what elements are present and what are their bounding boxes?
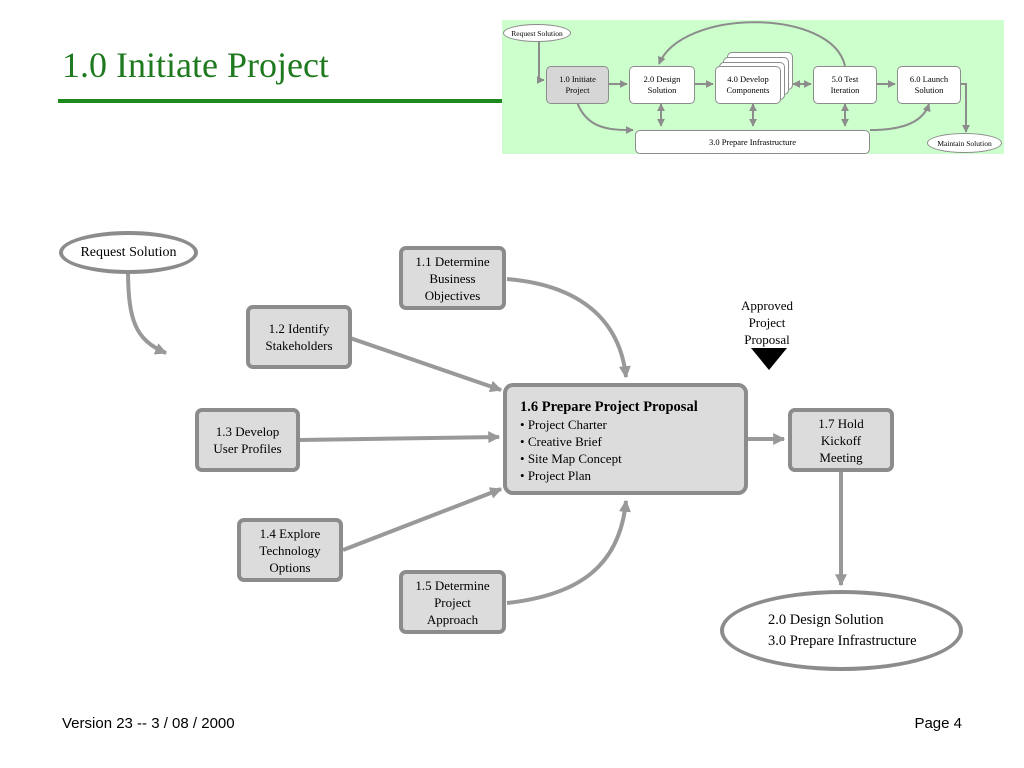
arrow-request-to-tasks (126, 267, 168, 355)
proposal-item-creative-brief: Creative Brief (520, 433, 744, 450)
overview-arrow-initiate-to-infra (576, 101, 634, 134)
proposal-item-project-plan: Project Plan (520, 467, 744, 484)
task-determine-business-objectives: 1.1 Determine Business Objectives (399, 246, 506, 310)
footer-page-number: Page 4 (914, 715, 962, 732)
proposal-item-project-charter: Project Charter (520, 416, 744, 433)
overview-step-design: 2.0 Design Solution (629, 66, 695, 104)
overview-step-infrastructure: 3.0 Prepare Infrastructure (635, 130, 870, 154)
overview-step-develop: 4.0 Develop Components (715, 66, 781, 104)
arrow-1-2-to-1-6 (349, 336, 503, 393)
arrow-1-3-to-1-6 (299, 431, 501, 444)
process-overview: Request Solution 1.0 Initiate Project 2.… (502, 20, 1004, 154)
overview-arrow-infra-to-launch (869, 103, 931, 131)
arrow-1-5-to-1-6 (506, 499, 631, 605)
overview-step-launch: 6.0 Launch Solution (897, 66, 961, 104)
task-identify-stakeholders: 1.2 Identify Stakeholders (246, 305, 352, 369)
next-steps-node: 2.0 Design Solution 3.0 Prepare Infrastr… (720, 590, 963, 671)
task-prepare-project-proposal: 1.6 Prepare Project Proposal Project Cha… (503, 383, 748, 495)
overview-arrow-request-to-initiate (536, 40, 545, 84)
task-determine-project-approach: 1.5 Determine Project Approach (399, 570, 506, 634)
proposal-item-site-map-concept: Site Map Concept (520, 450, 744, 467)
overview-arrows (536, 21, 970, 134)
proposal-title: 1.6 Prepare Project Proposal (520, 399, 698, 415)
overview-arrow-launch-to-maintain (961, 83, 970, 133)
arrow-1-1-to-1-6 (506, 277, 631, 379)
task-develop-user-profiles: 1.3 Develop User Profiles (195, 408, 300, 472)
arrow-1-4-to-1-6 (342, 487, 503, 552)
overview-request-solution: Request Solution (503, 24, 571, 42)
request-solution-node: Request Solution (59, 231, 198, 274)
overview-maintain-solution: Maintain Solution (927, 133, 1002, 153)
task-explore-technology-options: 1.4 Explore Technology Options (237, 518, 343, 582)
overview-step-initiate: 1.0 Initiate Project (546, 66, 609, 104)
title-underline (58, 99, 504, 103)
task-hold-kickoff-meeting: 1.7 Hold Kickoff Meeting (788, 408, 894, 472)
next-step-prepare-infrastructure: 3.0 Prepare Infrastructure (768, 632, 917, 649)
footer-version: Version 23 -- 3 / 08 / 2000 (62, 715, 235, 732)
slide-title: 1.0 Initiate Project (62, 45, 329, 85)
overview-arrow-test-loop (658, 21, 846, 67)
overview-step-test: 5.0 Test Iteration (813, 66, 877, 104)
next-step-design-solution: 2.0 Design Solution (768, 611, 884, 628)
approved-project-proposal-label: Approved Project Proposal (741, 298, 793, 347)
approved-proposal-marker (751, 348, 787, 370)
